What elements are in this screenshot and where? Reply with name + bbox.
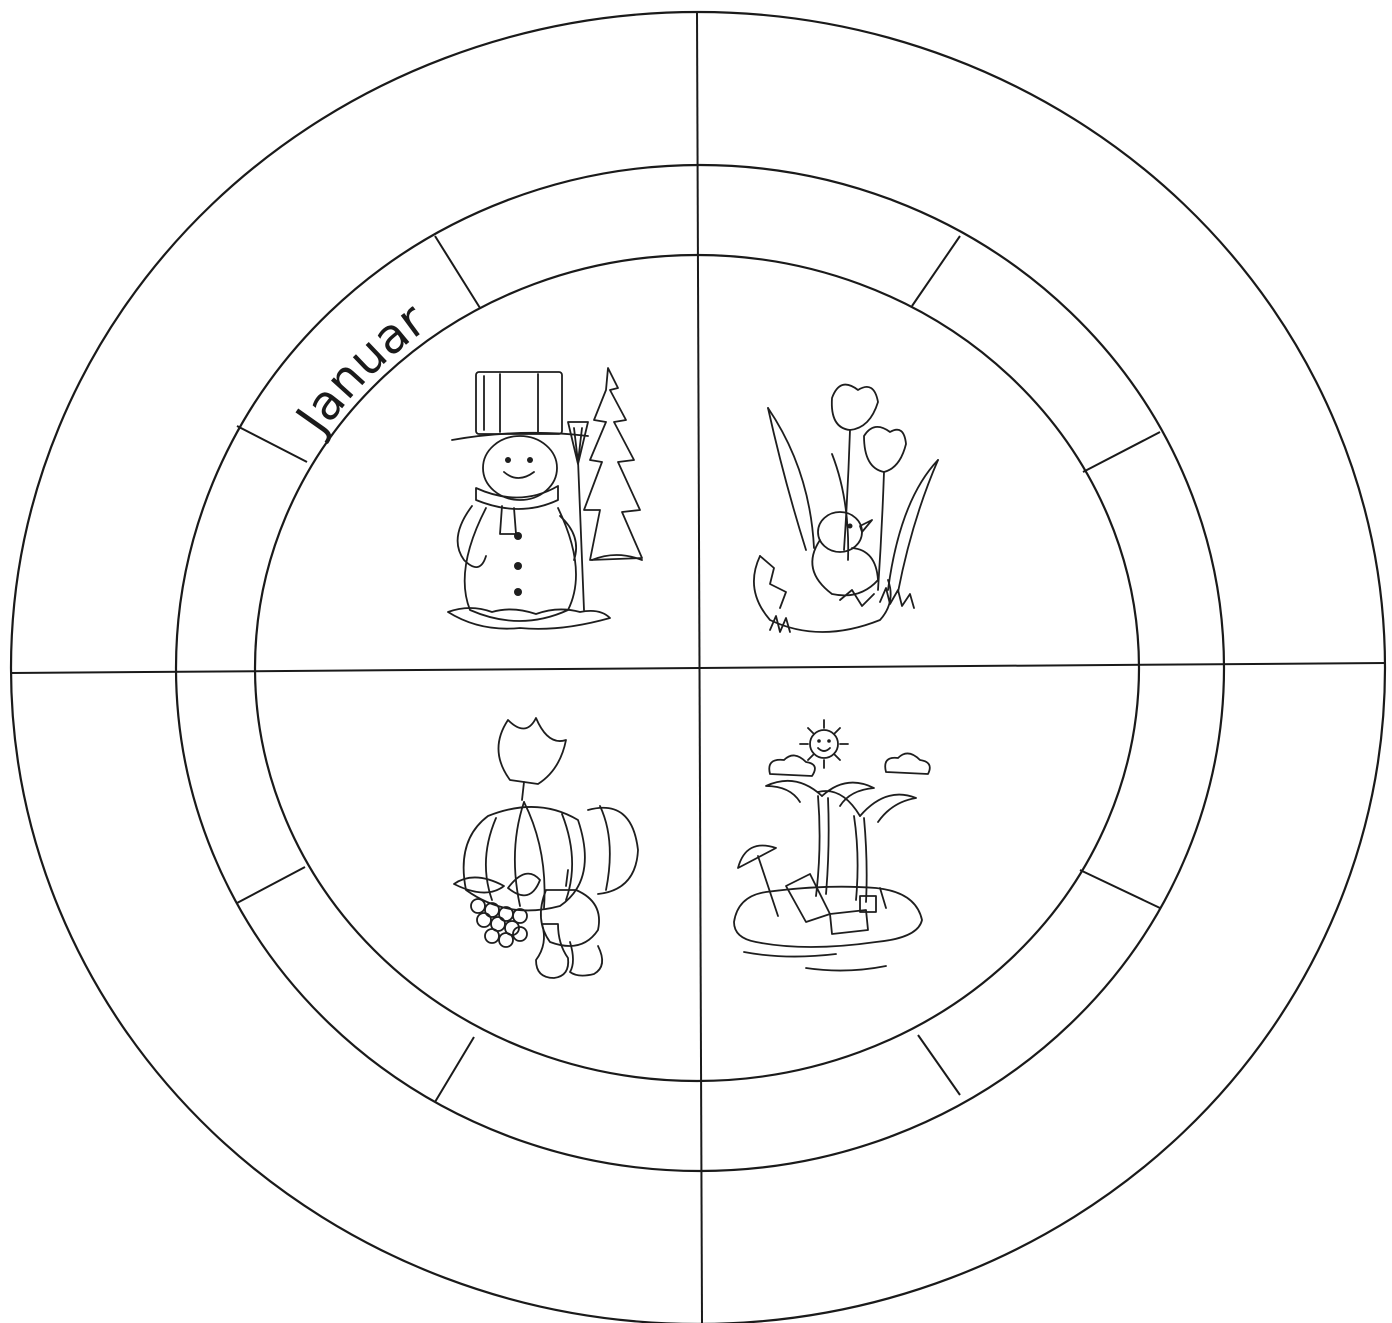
island-palm-trees-sun-icon: [734, 720, 930, 971]
month-divider: [237, 867, 305, 903]
month-divider: [912, 236, 960, 306]
month-divider: [237, 426, 307, 462]
pumpkins-grapes-pear-icon: [454, 718, 638, 978]
tulips-and-hatching-chick-icon: [754, 385, 938, 632]
month-divider: [1083, 432, 1160, 472]
month-divider: [918, 1035, 960, 1095]
month-divider: [435, 1037, 474, 1102]
month-label-january-path: Januar: [284, 292, 436, 446]
horizontal-divider: [10, 663, 1386, 673]
month-label-january: Januar: [284, 292, 436, 446]
snowman-with-fir-tree-icon: [448, 368, 642, 629]
month-divider: [435, 236, 480, 308]
month-divider: [1080, 870, 1160, 908]
